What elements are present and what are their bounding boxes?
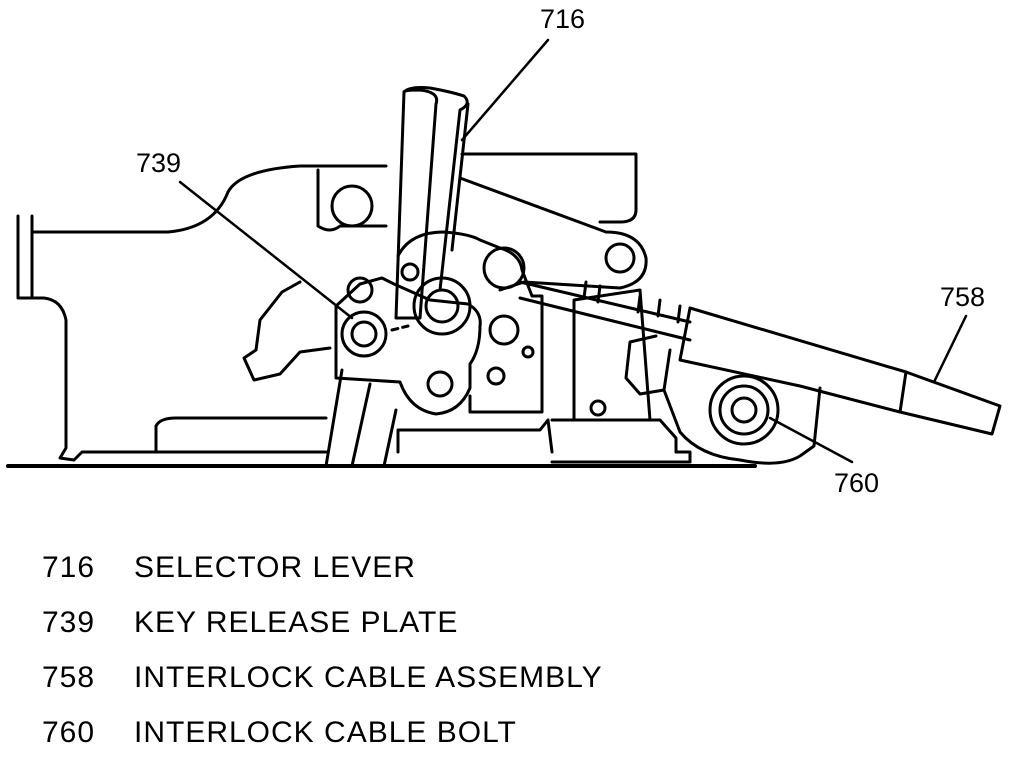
plate-pivot-outer — [340, 310, 388, 358]
callout-760: 760 — [834, 468, 879, 498]
legend-row-758: 758 INTERLOCK CABLE ASSEMBLY — [42, 650, 1002, 705]
legend-row-760: 760 INTERLOCK CABLE BOLT — [42, 705, 1002, 760]
foot-plate — [396, 418, 554, 454]
cable-clip — [624, 334, 822, 465]
cable-ribs — [582, 280, 682, 324]
cam-nut-inner — [424, 288, 460, 324]
cam-hole — [521, 345, 535, 359]
cable-bolt-mid — [718, 384, 770, 436]
legend-number: 716 — [42, 550, 96, 584]
foot-plate — [154, 416, 328, 454]
cam-hole — [486, 366, 506, 386]
key-release-plate — [334, 276, 482, 416]
selector-lever — [394, 88, 439, 320]
legend-row-739: 739 KEY RELEASE PLATE — [42, 595, 1002, 650]
housing-hole — [330, 184, 374, 228]
housing-hole — [346, 276, 374, 304]
link-arm-pivot — [604, 242, 636, 274]
cam-hole — [400, 262, 420, 282]
shift-interlock-diagram: 716 739 758 760 — [6, 4, 1002, 498]
base-housing — [16, 164, 388, 462]
legend-number: 758 — [42, 660, 96, 694]
selector-lever-shaft — [324, 368, 398, 468]
lower-bracket — [572, 288, 652, 422]
legend-description: SELECTOR LEVER — [134, 550, 416, 584]
cable-end-rod — [898, 370, 1002, 436]
cable-housing — [678, 306, 908, 414]
detent-bracket — [242, 280, 332, 382]
link-arm — [458, 176, 648, 292]
legend-description: INTERLOCK CABLE BOLT — [134, 715, 517, 749]
leader-758 — [932, 314, 968, 384]
legend-description: KEY RELEASE PLATE — [134, 605, 459, 639]
callout-739: 739 — [136, 148, 181, 178]
cable-bolt-inner — [730, 396, 758, 424]
leader-739 — [178, 180, 354, 320]
parts-legend: 716 SELECTOR LEVER 739 KEY RELEASE PLATE… — [42, 540, 1002, 760]
legend-description: INTERLOCK CABLE ASSEMBLY — [134, 660, 603, 694]
callout-716: 716 — [540, 4, 585, 34]
plate-pivot-inner — [350, 320, 378, 348]
cam-hole — [426, 370, 454, 398]
bracket-hole — [589, 399, 607, 417]
cam-plate — [396, 230, 544, 414]
cam-hole — [482, 246, 526, 290]
foot-plate — [550, 418, 692, 464]
legend-row-716: 716 SELECTOR LEVER — [42, 540, 1002, 595]
cam-nut-outer — [412, 276, 472, 336]
cable-sheath — [518, 280, 692, 342]
leader-716 — [460, 38, 550, 142]
callout-758: 758 — [940, 282, 985, 312]
plate-dash-line — [390, 324, 410, 332]
upper-housing — [316, 152, 638, 232]
legend-number: 739 — [42, 605, 96, 639]
cam-hole — [488, 314, 520, 346]
legend-number: 760 — [42, 715, 96, 749]
leader-760 — [768, 416, 854, 464]
cable-bolt-outer — [708, 374, 780, 446]
